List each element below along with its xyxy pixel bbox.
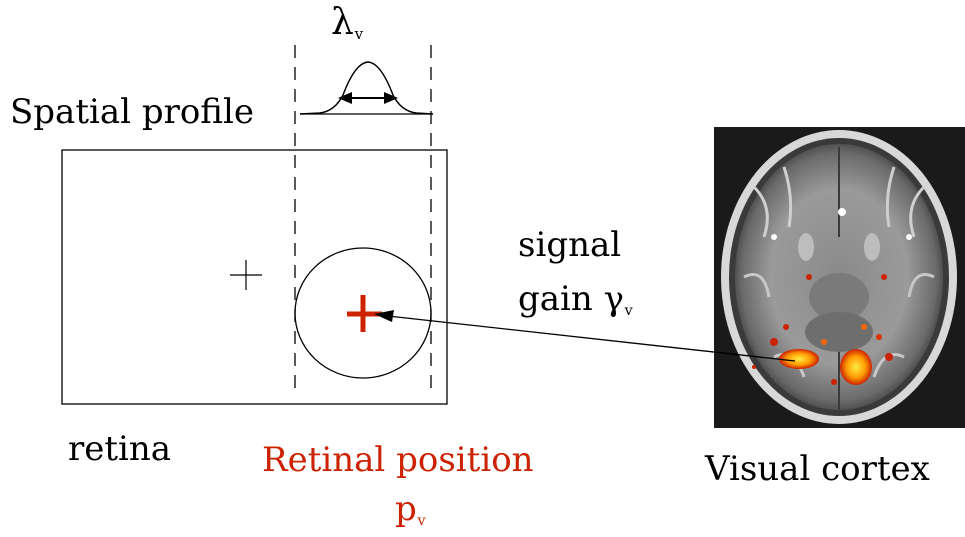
- gamma-symbol: γ: [603, 279, 624, 319]
- receptive-field-circle: [294, 247, 432, 379]
- retina-label: retina: [68, 429, 172, 469]
- gain-label: gain γv: [518, 279, 633, 319]
- lambda-label: λv: [331, 2, 364, 44]
- cortex-arrow-line: [387, 315, 796, 362]
- retinal-position-label: Retinal position: [262, 440, 534, 480]
- retina-frame: [61, 149, 448, 405]
- brain-mri-drawing: [714, 127, 965, 428]
- p-subscript: v: [417, 512, 426, 529]
- spatial-profile-curve: [299, 61, 434, 115]
- gamma-subscript: v: [624, 302, 633, 319]
- signal-label: signal: [518, 225, 622, 265]
- cortex-arrow-head: [374, 310, 394, 322]
- p-symbol: p: [395, 489, 417, 529]
- position-symbol-label: pv: [395, 489, 426, 529]
- lambda-symbol: λ: [331, 2, 354, 43]
- spatial-profile-label: Spatial profile: [10, 92, 254, 132]
- width-arrow-right-head: [384, 92, 398, 104]
- brain-mri-image: [714, 127, 965, 428]
- visual-cortex-label: Visual cortex: [705, 449, 930, 489]
- width-arrow-left-head: [338, 92, 352, 104]
- lambda-subscript: v: [354, 25, 364, 44]
- gain-word: gain: [518, 279, 593, 319]
